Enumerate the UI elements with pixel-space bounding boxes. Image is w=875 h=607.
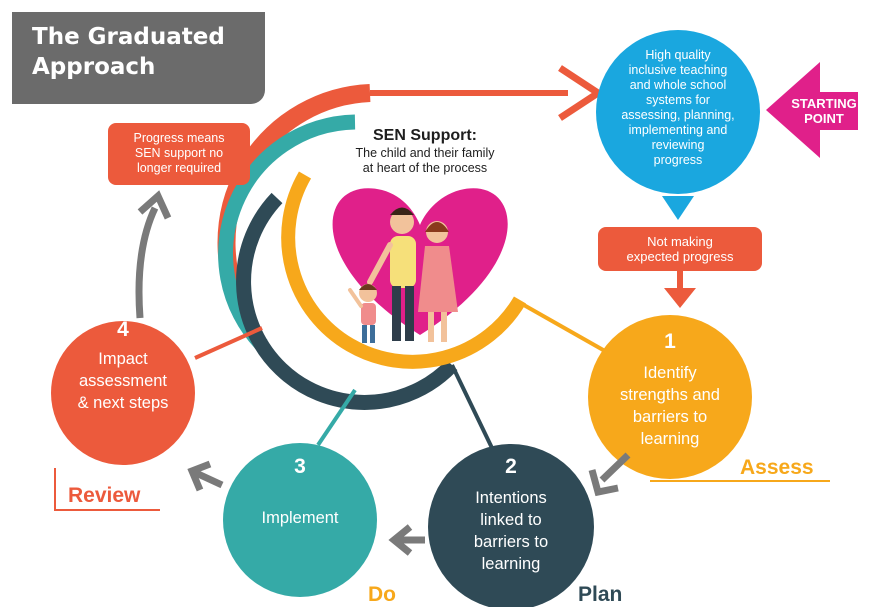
step-4-number: 4 <box>117 318 129 341</box>
not-making-line-2: expected progress <box>626 249 734 264</box>
dark-ring-arc <box>236 192 458 410</box>
progress-line-2: SEN support no <box>134 146 224 160</box>
step-1-line-2: strengths and <box>620 386 720 404</box>
progress-line-3: longer required <box>136 161 222 175</box>
not-making-label: Not making expected progress <box>598 234 762 264</box>
orange-down-arrow-icon <box>664 288 696 308</box>
start-line-7: reviewing <box>651 138 705 152</box>
progress-label: Progress means SEN support no longer req… <box>108 131 250 176</box>
page-title: The Graduated Approach <box>32 22 252 82</box>
heart-shape <box>332 188 508 335</box>
step-4-line-1: Impact <box>98 350 148 368</box>
start-line-3: and whole school <box>629 78 727 92</box>
connector-orange <box>194 326 263 360</box>
step-1-number: 1 <box>664 330 676 353</box>
title-line-1: The Graduated <box>32 24 225 50</box>
step-2-number: 2 <box>505 455 517 478</box>
start-line-2: inclusive teaching <box>628 63 728 77</box>
connector-yellow <box>514 298 613 357</box>
step-2-line-4: learning <box>481 555 541 573</box>
starting-line-2: POINT <box>804 111 844 126</box>
stage-do: Do <box>368 583 396 606</box>
center-line-1: The child and their family <box>355 146 495 160</box>
not-making-line-1: Not making <box>647 234 713 249</box>
stage-plan: Plan <box>578 583 623 606</box>
step-3-line-1: Implement <box>261 509 339 527</box>
top-arrow-head-icon <box>558 65 605 121</box>
grey-arrowhead-2-to-3 <box>388 524 413 556</box>
start-line-4: systems for <box>646 93 710 107</box>
connector-dark <box>450 364 494 449</box>
teal-ring-arc <box>218 114 356 351</box>
title-line-2: Approach <box>32 54 156 80</box>
step-3-circle <box>223 443 377 597</box>
grey-arrowhead-4-up <box>137 190 172 220</box>
center-line-2: at heart of the process <box>362 161 488 175</box>
starting-line-1: STARTING <box>791 96 857 111</box>
not-making-box <box>598 227 762 271</box>
progress-line-1: Progress means <box>133 131 225 145</box>
progress-box <box>108 123 250 185</box>
review-bracket <box>54 468 160 511</box>
start-circle-text: High quality inclusive teaching and whol… <box>606 48 750 168</box>
connector-teal <box>316 388 357 447</box>
start-line-1: High quality <box>645 48 711 62</box>
step-2-line-1: Intentions <box>475 489 547 507</box>
starting-point-arrow-icon <box>766 62 858 158</box>
grey-arrow-4-up-icon <box>135 206 159 319</box>
step-1-text: 1 Identify strengths and barriers to lea… <box>600 330 740 450</box>
blue-down-arrow-icon <box>662 196 694 220</box>
step-1-line-3: barriers to <box>632 408 708 426</box>
yellow-ring-arc <box>281 171 527 369</box>
step-4-text: 4 Impact assessment & next steps <box>58 318 188 414</box>
step-4-line-3: & next steps <box>77 394 169 412</box>
step-3-text: 3 Implement <box>230 455 370 529</box>
step-2-line-3: barriers to <box>473 533 549 551</box>
starting-point-label: STARTING POINT <box>784 96 864 126</box>
step-2-circle <box>428 444 594 607</box>
center-label: SEN Support: The child and their family … <box>340 126 510 176</box>
center-heading: SEN Support: <box>373 127 477 144</box>
family-illustration <box>348 207 458 343</box>
step-1-line-1: Identify <box>643 364 697 382</box>
step-4-line-2: assessment <box>78 372 168 390</box>
step-2-line-2: linked to <box>480 511 542 529</box>
start-circle <box>596 30 760 194</box>
stage-assess: Assess <box>740 456 814 479</box>
grey-arrowhead-3-to-4 <box>187 460 212 492</box>
step-2-text: 2 Intentions linked to barriers to learn… <box>441 455 581 575</box>
step-1-circle <box>588 315 752 479</box>
step-4-circle <box>51 321 195 465</box>
step-1-line-4: learning <box>640 430 700 448</box>
step-3-number: 3 <box>294 455 306 478</box>
start-line-5: assessing, planning, <box>621 108 735 122</box>
grey-arrow-3-to-4-icon <box>194 469 224 489</box>
grey-arrow-1-to-2-icon <box>599 452 631 483</box>
start-line-8: progress <box>653 153 703 167</box>
stage-review: Review <box>68 484 141 507</box>
grey-arrowhead-1-to-2 <box>588 469 619 497</box>
title-box <box>12 12 265 104</box>
start-line-6: implementing and <box>628 123 728 137</box>
